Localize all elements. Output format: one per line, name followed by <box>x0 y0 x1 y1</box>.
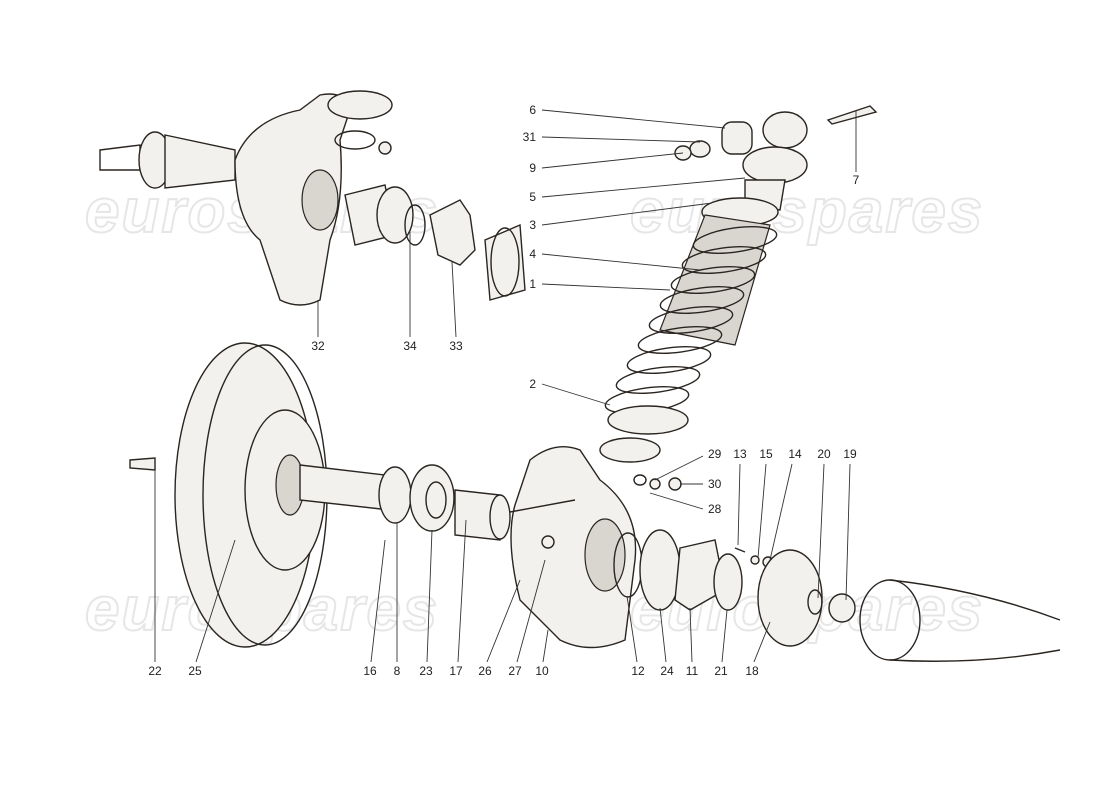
leader-line <box>541 253 701 271</box>
part-callout-23: 23 <box>419 664 433 678</box>
leader-line <box>649 492 704 510</box>
leader-line <box>541 202 713 226</box>
leader-line <box>195 539 236 663</box>
leader-line <box>757 463 767 559</box>
part-callout-22: 22 <box>148 664 162 678</box>
part-callout-2: 2 <box>529 377 536 391</box>
leader-line <box>516 559 546 663</box>
part-callout-26: 26 <box>478 664 492 678</box>
leader-line <box>654 455 704 481</box>
part-callout-33: 33 <box>449 339 463 353</box>
leader-line <box>753 621 771 663</box>
part-callout-15: 15 <box>759 447 773 461</box>
part-callout-21: 21 <box>714 664 728 678</box>
part-callout-28: 28 <box>708 502 722 516</box>
shock-absorber-assembly <box>599 105 878 463</box>
part-callout-5: 5 <box>529 190 536 204</box>
part-callout-10: 10 <box>535 664 549 678</box>
leader-line <box>541 152 684 169</box>
leader-line <box>541 136 701 143</box>
part-callout-1: 1 <box>529 277 536 291</box>
spring-coil <box>615 366 701 394</box>
leader-line <box>721 609 728 663</box>
leader-line <box>451 261 457 338</box>
spring-coil <box>670 266 756 294</box>
leader-line <box>541 383 611 406</box>
part-callout-27: 27 <box>508 664 522 678</box>
part-callout-8: 8 <box>394 664 401 678</box>
leader-line <box>426 529 433 663</box>
part-callout-3: 3 <box>529 218 536 232</box>
part-callout-11: 11 <box>686 664 699 678</box>
leader-line <box>845 463 851 601</box>
part-callout-7: 7 <box>853 173 860 187</box>
part-callout-12: 12 <box>631 664 645 678</box>
upper-hub-assembly <box>99 90 526 306</box>
part-callout-34: 34 <box>403 339 417 353</box>
leader-line <box>541 177 746 198</box>
part-callout-18: 18 <box>745 664 759 678</box>
part-callout-17: 17 <box>449 664 463 678</box>
leader-line <box>659 607 667 663</box>
shaft-and-bearings <box>299 464 511 541</box>
part-callout-16: 16 <box>363 664 377 678</box>
spring-coil <box>692 226 778 254</box>
part-callout-6: 6 <box>529 103 536 117</box>
spring-coil <box>648 306 734 334</box>
part-callout-19: 19 <box>843 447 857 461</box>
leader-line <box>817 463 825 599</box>
leader-line <box>769 463 793 561</box>
leader-line <box>541 109 726 129</box>
part-callout-31: 31 <box>523 130 537 144</box>
leader-line <box>370 539 386 663</box>
leader-line <box>457 519 467 663</box>
part-callout-25: 25 <box>188 664 202 678</box>
part-callout-4: 4 <box>529 247 536 261</box>
hub-carrier <box>509 446 682 649</box>
spring-coil <box>637 326 723 354</box>
part-callout-9: 9 <box>529 161 536 175</box>
part-callout-13: 13 <box>733 447 747 461</box>
leader-line <box>486 579 521 663</box>
leader-line <box>542 629 549 663</box>
part-callout-14: 14 <box>788 447 802 461</box>
part-callout-29: 29 <box>708 447 722 461</box>
watermark: eurospares <box>630 177 984 246</box>
part-callout-30: 30 <box>708 477 722 491</box>
outer-hub-parts <box>613 529 1061 662</box>
spring-coil <box>626 346 712 374</box>
part-callout-24: 24 <box>660 664 674 678</box>
spring-coil <box>659 286 745 314</box>
part-callout-32: 32 <box>311 339 325 353</box>
spring-coil <box>681 246 767 274</box>
leader-line <box>541 283 671 291</box>
leader-line <box>689 607 693 663</box>
part-callout-20: 20 <box>817 447 831 461</box>
leader-line <box>737 463 741 546</box>
leader-line <box>626 595 638 663</box>
brake-disc <box>129 342 328 648</box>
